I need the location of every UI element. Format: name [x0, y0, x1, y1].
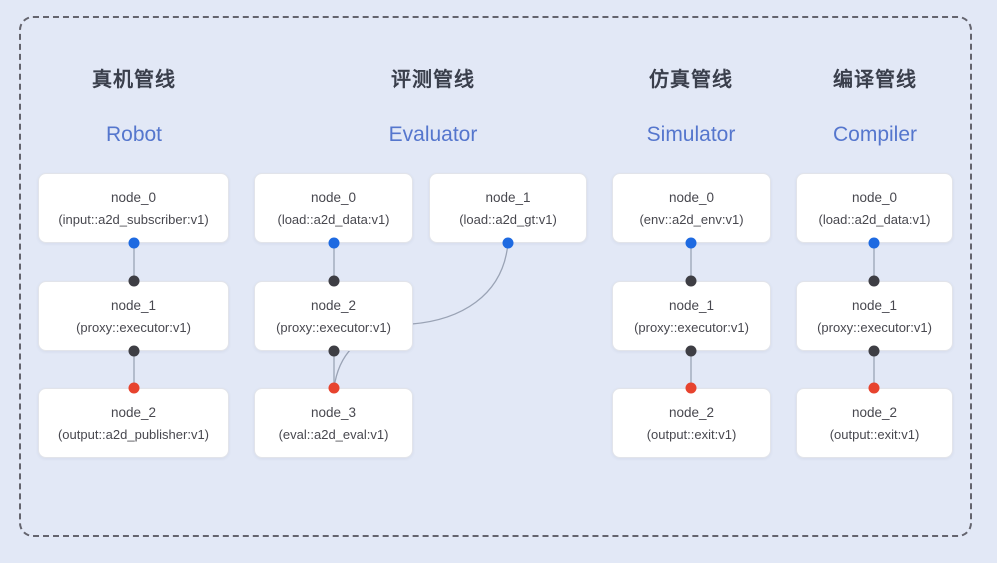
node-compiler-1[interactable]: node_1 (proxy::executor:v1) [796, 281, 953, 351]
pipeline-title-en-robot: Robot [105, 123, 163, 146]
pipeline-title-zh-robot: 真机管线 [92, 69, 176, 91]
output-port-dot-black[interactable] [868, 345, 880, 357]
input-port-dot-black[interactable] [685, 275, 697, 287]
pipeline-title-zh-compiler: 编译管线 [833, 69, 917, 91]
node-label: node_1 [851, 297, 898, 313]
node-type: (input::a2d_subscriber:v1) [58, 211, 209, 227]
node-type: (proxy::executor:v1) [634, 319, 749, 335]
node-simulator-1[interactable]: node_1 (proxy::executor:v1) [612, 281, 771, 351]
node-label: node_0 [851, 189, 898, 205]
node-type: (load::a2d_data:v1) [818, 211, 931, 227]
input-port-dot-red[interactable] [328, 382, 340, 394]
output-port-dot-blue[interactable] [868, 237, 880, 249]
node-label: node_1 [485, 189, 531, 205]
node-type: (eval::a2d_eval:v1) [278, 426, 389, 442]
node-label: node_2 [310, 297, 357, 313]
output-port-dot-blue[interactable] [502, 237, 514, 249]
pipeline-title-zh-simulator: 仿真管线 [649, 69, 733, 91]
node-simulator-2[interactable]: node_2 (output::exit:v1) [612, 388, 771, 458]
node-label: node_0 [110, 189, 157, 205]
input-port-dot-black[interactable] [868, 275, 880, 287]
input-port-dot-red[interactable] [685, 382, 697, 394]
pipeline-title-en-evaluator: Evaluator [388, 123, 478, 146]
output-port-dot-black[interactable] [685, 345, 697, 357]
node-label: node_2 [851, 404, 898, 420]
output-port-dot-black[interactable] [128, 345, 140, 357]
input-port-dot-black[interactable] [128, 275, 140, 287]
node-simulator-0[interactable]: node_0 (env::a2d_env:v1) [612, 173, 771, 243]
node-type: (proxy::executor:v1) [276, 319, 391, 335]
node-label: node_1 [110, 297, 157, 313]
input-port-dot-red[interactable] [128, 382, 140, 394]
node-type: (proxy::executor:v1) [76, 319, 191, 335]
node-compiler-2[interactable]: node_2 (output::exit:v1) [796, 388, 953, 458]
node-label: node_2 [110, 404, 157, 420]
input-port-dot-black[interactable] [328, 275, 340, 287]
output-port-dot-blue[interactable] [128, 237, 140, 249]
node-type: (output::exit:v1) [829, 426, 920, 442]
node-type: (output::a2d_publisher:v1) [57, 426, 210, 442]
node-evaluator-2[interactable]: node_2 (proxy::executor:v1) [254, 281, 413, 351]
node-evaluator-0[interactable]: node_0 (load::a2d_data:v1) [254, 173, 413, 243]
node-label: node_1 [668, 297, 715, 313]
node-type: (load::a2d_gt:v1) [459, 211, 557, 227]
node-robot-0[interactable]: node_0 (input::a2d_subscriber:v1) [38, 173, 229, 243]
node-robot-1[interactable]: node_1 (proxy::executor:v1) [38, 281, 229, 351]
pipeline-title-en-simulator: Simulator [646, 123, 736, 146]
node-type: (load::a2d_data:v1) [277, 211, 390, 227]
pipelines-group-border [19, 16, 972, 537]
node-type: (output::exit:v1) [646, 426, 737, 442]
node-robot-2[interactable]: node_2 (output::a2d_publisher:v1) [38, 388, 229, 458]
output-port-dot-blue[interactable] [328, 237, 340, 249]
node-label: node_0 [310, 189, 357, 205]
output-port-dot-black[interactable] [328, 345, 340, 357]
output-port-dot-blue[interactable] [685, 237, 697, 249]
input-port-dot-red[interactable] [868, 382, 880, 394]
node-label: node_2 [668, 404, 715, 420]
node-compiler-0[interactable]: node_0 (load::a2d_data:v1) [796, 173, 953, 243]
node-type: (proxy::executor:v1) [817, 319, 932, 335]
node-label: node_0 [668, 189, 715, 205]
node-evaluator-3[interactable]: node_3 (eval::a2d_eval:v1) [254, 388, 413, 458]
node-evaluator-1[interactable]: node_1 (load::a2d_gt:v1) [429, 173, 587, 243]
pipeline-title-en-compiler: Compiler [832, 123, 918, 146]
node-label: node_3 [310, 404, 357, 420]
pipeline-title-zh-evaluator: 评测管线 [391, 69, 475, 91]
node-type: (env::a2d_env:v1) [639, 211, 744, 227]
